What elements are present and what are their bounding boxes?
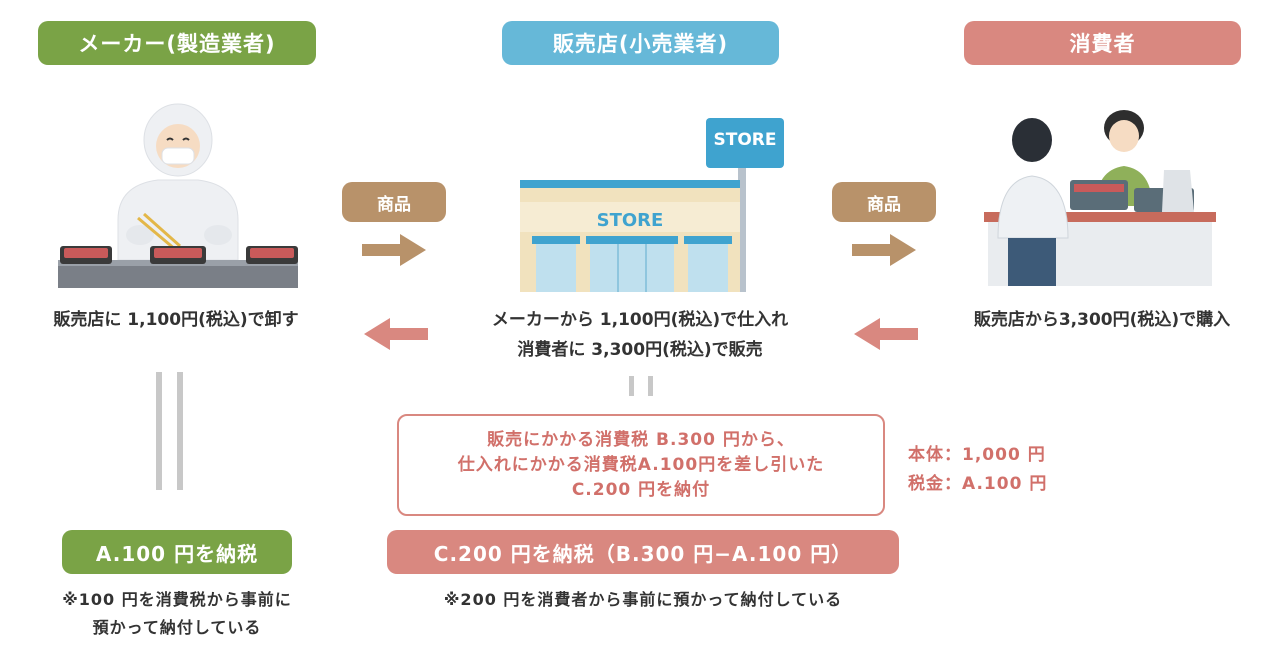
retailer-connector-bar [629, 376, 634, 396]
consumer-header-label: 消費者 [1069, 32, 1136, 56]
consumer-caption: 販売店から3,300円(税込)で購入 [973, 310, 1231, 330]
arrow-left-icon [854, 318, 918, 350]
maker-tax-badge: A.100 円を納税 [62, 530, 292, 574]
factory-worker-illustration [58, 103, 298, 288]
retailer-tax-badge-label: C.200 円を納税（B.300 円−A.100 円） [433, 541, 853, 566]
retailer-header: 販売店(小売業者) [502, 21, 779, 65]
retailer-note: ※200 円を消費者から事前に預かって納付している [443, 590, 843, 609]
maker-note-line1: ※100 円を消費税から事前に [62, 590, 292, 609]
maker-header-label: メーカー(製造業者) [78, 32, 276, 56]
arrow-left-icon [364, 318, 428, 350]
maker-tax-badge-label: A.100 円を納税 [95, 541, 259, 566]
explanation-line1: 販売にかかる消費税 B.300 円から、 [487, 430, 795, 450]
retailer-tax-badge: C.200 円を納税（B.300 円−A.100 円） [387, 530, 899, 574]
goods-label-left-text: 商品 [377, 194, 411, 215]
arrow-right-icon [362, 234, 426, 266]
retailer-header-label: 販売店(小売業者) [552, 32, 729, 56]
maker-header: メーカー(製造業者) [38, 21, 316, 65]
store-pole-sign-text: STORE [713, 130, 777, 150]
explanation-box: 販売にかかる消費税 B.300 円から、 仕入れにかかる消費税A.100円を差し… [397, 414, 885, 516]
explanation-line3: C.200 円を納付 [571, 480, 711, 500]
retailer-caption-line1: メーカーから 1,100円(税込)で仕入れ [491, 310, 789, 330]
maker-connector-bar [156, 372, 162, 490]
store-facade-sign-text: STORE [596, 210, 664, 231]
breakdown-tax: 税金：A.100 円 [908, 474, 1048, 494]
maker-caption: 販売店に 1,100円(税込)で卸す [53, 310, 299, 330]
arrow-right-icon [852, 234, 916, 266]
retailer-connector-bar [648, 376, 653, 396]
explanation-line2: 仕入れにかかる消費税A.100円を差し引いた [457, 455, 825, 475]
maker-note-line2: 預かって納付している [92, 618, 262, 637]
consumer-header: 消費者 [964, 21, 1241, 65]
maker-connector-bar [177, 372, 183, 490]
checkout-illustration [984, 110, 1216, 286]
goods-label-right-text: 商品 [867, 194, 901, 215]
breakdown-body: 本体：1,000 円 [908, 445, 1046, 465]
goods-label-right: 商品 [832, 182, 936, 222]
retailer-caption-line2: 消費者に 3,300円(税込)で販売 [517, 340, 763, 360]
goods-label-left: 商品 [342, 182, 446, 222]
store-illustration [520, 118, 784, 292]
